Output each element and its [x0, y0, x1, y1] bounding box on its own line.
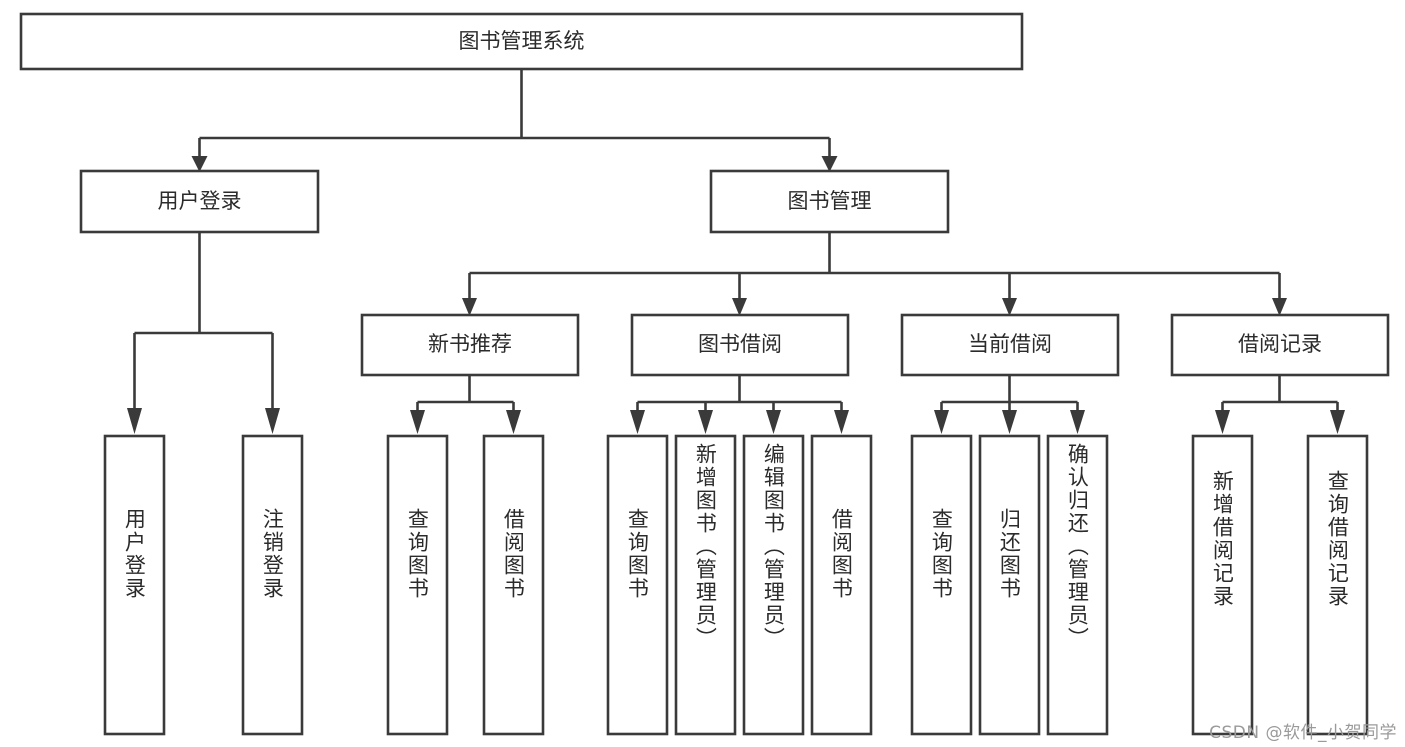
node-new-book-recommend[interactable]: 新书推荐	[360, 313, 580, 377]
leaf-group-borrow-record	[1191, 434, 1369, 736]
node-book-management-label: 图书管理	[788, 189, 872, 213]
leaf-box-logout[interactable]	[241, 434, 304, 736]
node-current-borrow-box[interactable]	[900, 313, 1120, 377]
leaf-box-add-book[interactable]	[674, 434, 737, 736]
node-book-management[interactable]: 图书管理	[709, 169, 950, 234]
arrow-head-new-book-recommend	[462, 298, 477, 316]
node-user-login-box[interactable]	[79, 169, 320, 234]
node-user-login[interactable]: 用户登录	[79, 169, 320, 234]
node-new-book-recommend-box[interactable]	[360, 313, 580, 377]
node-current-borrow[interactable]: 当前借阅	[900, 313, 1120, 377]
leaf-box-query-record[interactable]	[1306, 434, 1369, 736]
leaf-box-borrow-book-recommend[interactable]	[482, 434, 545, 736]
node-user-login-label: 用户登录	[158, 189, 242, 213]
arrow-head-leaf-user-login	[127, 408, 142, 434]
node-root[interactable]: 图书管理系统	[19, 12, 1024, 71]
node-current-borrow-label: 当前借阅	[968, 332, 1052, 356]
arrow-head-leaf-borrow-book-2	[834, 410, 849, 434]
csdn-watermark: CSDN @软件_小贺同学	[1209, 723, 1397, 743]
leaf-box-edit-book[interactable]	[742, 434, 805, 736]
leaf-group-book-borrow	[606, 434, 873, 736]
arrow-head-leaf-query-book-1	[410, 410, 425, 434]
leaf-box-return-book[interactable]	[978, 434, 1041, 736]
node-book-borrow-label: 图书借阅	[698, 332, 782, 356]
arrow-head-leaf-add-book	[698, 410, 713, 434]
leaf-group-user-login	[103, 434, 304, 736]
node-borrow-record[interactable]: 借阅记录	[1170, 313, 1390, 377]
arrow-head-leaf-query-book-2	[630, 410, 645, 434]
arrow-head-leaf-query-book-3	[934, 410, 949, 434]
connector-group	[127, 70, 1345, 434]
node-book-management-box[interactable]	[709, 169, 950, 234]
arrow-head-leaf-edit-book	[766, 410, 781, 434]
leaf-box-query-book-current[interactable]	[910, 434, 973, 736]
leaf-box-confirm-return[interactable]	[1046, 434, 1109, 736]
leaf-box-query-book-borrow[interactable]	[606, 434, 669, 736]
node-root-label: 图书管理系统	[459, 29, 585, 53]
node-root-box[interactable]	[19, 12, 1024, 71]
arrow-head-book-mgmt	[821, 156, 838, 172]
node-borrow-record-label: 借阅记录	[1238, 332, 1322, 356]
leaf-group-current-borrow	[910, 434, 1109, 736]
arrow-head-leaf-borrow-book-1	[506, 410, 521, 434]
arrow-head-borrow-record	[1272, 298, 1287, 316]
arrow-head-book-borrow	[732, 298, 747, 316]
arrow-head-current-borrow	[1002, 298, 1017, 316]
arrow-head-leaf-return-book	[1002, 410, 1017, 434]
node-new-book-recommend-label: 新书推荐	[428, 332, 512, 356]
leaf-group-new-book-recommend	[386, 434, 545, 736]
node-book-borrow-box[interactable]	[630, 313, 850, 377]
arrow-head-leaf-query-record	[1330, 410, 1345, 434]
leaf-box-query-book-recommend[interactable]	[386, 434, 449, 736]
node-book-borrow[interactable]: 图书借阅	[630, 313, 850, 377]
arrow-head-leaf-add-record	[1215, 410, 1230, 434]
leaf-box-borrow-book[interactable]	[810, 434, 873, 736]
leaf-box-add-record[interactable]	[1191, 434, 1254, 736]
leaf-box-user-login[interactable]	[103, 434, 166, 736]
arrow-head-user-login	[191, 156, 208, 172]
arrow-head-leaf-logout	[265, 408, 280, 434]
arrow-head-leaf-confirm-return	[1070, 410, 1085, 434]
node-borrow-record-box[interactable]	[1170, 313, 1390, 377]
